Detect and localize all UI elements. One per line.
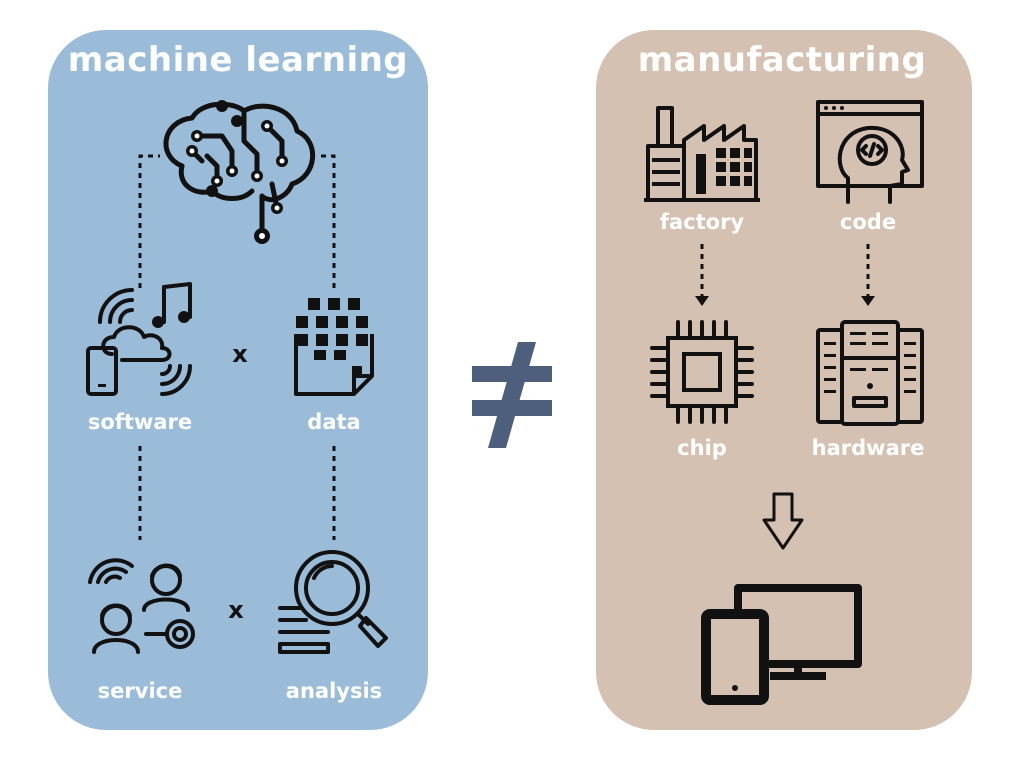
brain-circuit-icon	[152, 96, 322, 256]
service-label: service	[97, 679, 183, 703]
manufacturing-title: manufacturing	[637, 40, 927, 80]
multiply-symbol: x	[232, 340, 248, 368]
brain-to-software-line	[138, 154, 160, 288]
factory-icon	[644, 104, 760, 204]
analysis-label: analysis	[285, 679, 383, 703]
code-head-icon	[814, 98, 926, 204]
factory-to-chip-arrowhead	[695, 296, 709, 306]
multiply-symbol: x	[228, 596, 244, 624]
data-label: data	[307, 410, 361, 434]
devices-icon	[700, 584, 866, 706]
chip-label: chip	[677, 436, 727, 460]
machine-learning-title: machine learning	[67, 40, 409, 80]
people-target-icon	[86, 552, 198, 656]
magnifier-analysis-icon	[276, 548, 394, 660]
factory-label: factory	[659, 210, 745, 234]
code-to-hardware-arrowhead	[861, 296, 875, 306]
cloud-music-icon	[82, 282, 200, 398]
brain-to-data-line	[316, 154, 336, 288]
down-arrow-icon	[760, 490, 806, 552]
data-grid-icon	[290, 294, 382, 400]
not-equal-icon	[466, 338, 562, 456]
chip-icon	[648, 318, 756, 426]
hardware-label: hardware	[811, 436, 925, 460]
machine-learning-panel	[48, 30, 428, 730]
code-label: code	[839, 210, 897, 234]
software-label: software	[87, 410, 193, 434]
server-hardware-icon	[814, 318, 926, 428]
